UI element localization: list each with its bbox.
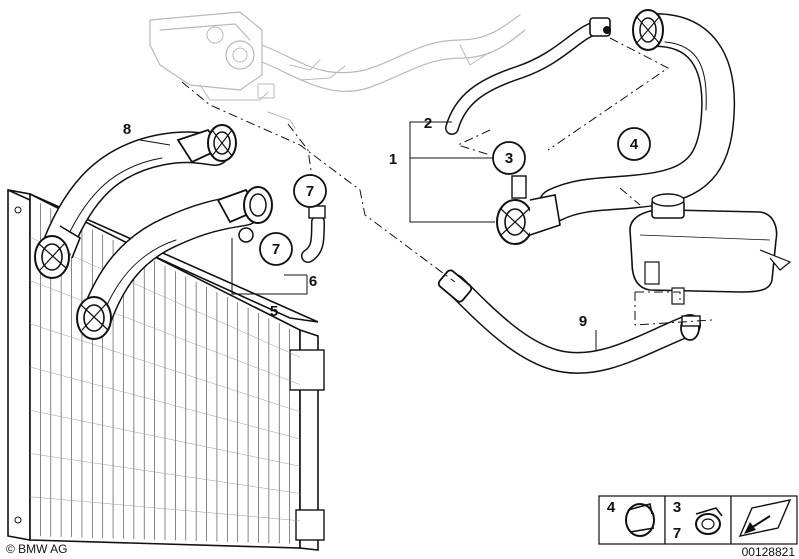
arrow-icon	[738, 499, 792, 537]
spring-clamp-icon	[625, 503, 655, 537]
callout-7-upper[interactable]: 7	[306, 183, 314, 200]
legend-number-7: 7	[673, 525, 681, 542]
hose-connector-icon	[437, 269, 473, 303]
drawing-number: 00128821	[742, 545, 796, 559]
lower-radiator-hose[interactable]	[76, 186, 273, 340]
hose-clamp-icon	[176, 124, 237, 164]
hose-clamp-icon	[216, 186, 273, 224]
parts-legend: 4 3 7	[598, 495, 798, 545]
vent-hose-elbow-6[interactable]	[301, 205, 326, 263]
upper-radiator-hose-8[interactable]	[34, 124, 237, 279]
callout-circle-7b	[259, 232, 293, 266]
band-clamp-icon	[695, 507, 723, 535]
callout-5[interactable]: 5	[270, 303, 278, 320]
leader-lines	[139, 121, 597, 350]
hose-clamp-icon	[632, 9, 664, 51]
callout-circle-4	[617, 127, 651, 161]
callout-3[interactable]: 3	[505, 150, 513, 167]
callout-1[interactable]: 1	[389, 151, 397, 168]
legend-number-4: 4	[607, 499, 616, 516]
thermostat-housing-ghost	[149, 11, 526, 129]
callout-9[interactable]: 9	[579, 313, 587, 330]
callout-2[interactable]: 2	[424, 115, 432, 132]
connection-lines	[181, 37, 713, 326]
vent-hose-2[interactable]	[445, 17, 611, 135]
hose-clamp-icon	[680, 315, 701, 341]
hose-clamp-icon	[496, 194, 561, 245]
callout-circle-7a	[293, 174, 327, 208]
expansion-tank	[629, 193, 792, 305]
hose-clamp-icon	[76, 296, 112, 340]
callout-4[interactable]: 4	[630, 136, 639, 153]
callout-circle-3	[492, 141, 526, 175]
hose-clamp-icon	[34, 225, 81, 279]
upper-hose-4[interactable]	[496, 9, 736, 245]
copyright-label: © BMW AG	[6, 542, 68, 556]
tank-cap-icon	[651, 193, 685, 219]
callout-7-lower[interactable]: 7	[272, 241, 280, 258]
legend-number-3: 3	[673, 499, 681, 516]
callout-6[interactable]: 6	[309, 273, 317, 290]
callout-labels: 1 2 3 4 5 6 7 7 8 9	[123, 115, 639, 330]
callout-8[interactable]: 8	[123, 121, 131, 138]
